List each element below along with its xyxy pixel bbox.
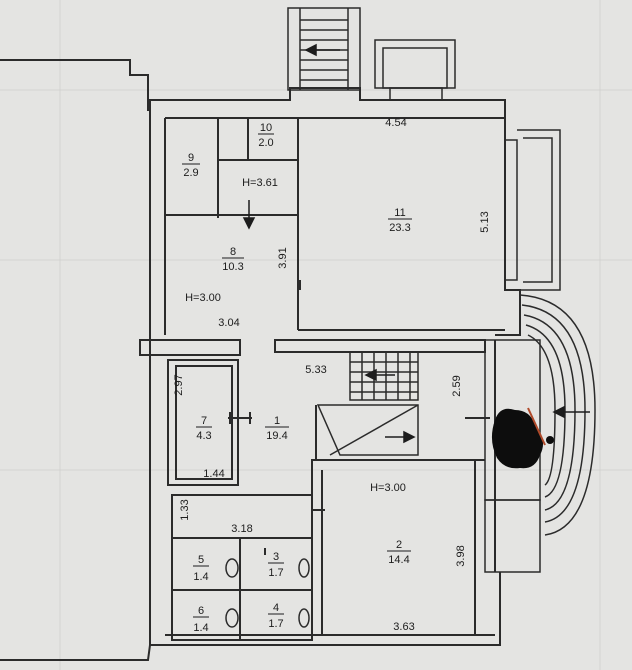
dimension-label: 3.04 (218, 317, 239, 329)
height-label: H=3.00 (370, 482, 406, 494)
room-area: 1.4 (193, 571, 208, 583)
room-number: 8 (230, 246, 236, 258)
balcony-arrow (552, 405, 590, 419)
room-4-label: 4 1.7 (268, 602, 284, 630)
dimension-label: 5.13 (479, 211, 491, 232)
top-balcony (374, 39, 456, 101)
neighbor-outline (0, 59, 151, 661)
height-label: H=3.61 (242, 177, 278, 189)
room-area: 2.0 (258, 137, 273, 149)
dimension-label: 3.98 (455, 545, 467, 566)
room-6-label: 6 1.4 (193, 605, 209, 634)
room-area: 10.3 (222, 261, 243, 273)
stairs-arrows (364, 368, 416, 444)
room-5-label: 5 1.4 (193, 554, 209, 583)
toilet-icons (225, 558, 310, 628)
room-number: 4 (273, 602, 279, 614)
room-9-label: 9 2.9 (182, 152, 200, 179)
curved-balcony (519, 294, 596, 536)
room-area: 1.4 (193, 622, 208, 634)
dimension-label: 1.33 (179, 499, 191, 520)
room-8-label: 8 10.3 (222, 246, 244, 273)
right-column-area (484, 339, 541, 573)
room-area: 14.4 (388, 554, 409, 566)
room-3-label: 3 1.7 (268, 551, 284, 579)
room-area: 1.7 (268, 567, 283, 579)
height-label: H=3.00 (185, 292, 221, 304)
room-10-label: 10 2.0 (258, 122, 274, 149)
door-arrow (242, 200, 256, 230)
dimension-label: 5.33 (305, 364, 326, 376)
dimension-label: 2.97 (173, 374, 185, 395)
room-11-label: 11 23.3 (388, 207, 412, 234)
room-1-label: 1 19.4 (265, 415, 289, 442)
room-area: 2.9 (183, 167, 198, 179)
room-number: 5 (198, 554, 204, 566)
dimension-label: 4.54 (385, 117, 406, 129)
room-area: 1.7 (268, 618, 283, 630)
room-2-label: 2 14.4 (387, 539, 411, 566)
dimension-label: 2.59 (451, 375, 463, 396)
room-area: 23.3 (389, 222, 410, 234)
dimension-label: 1.44 (203, 468, 224, 480)
bottom-wall (150, 572, 501, 646)
interior-walls (139, 118, 505, 641)
room-number: 11 (394, 207, 405, 219)
dimension-label: 3.63 (393, 621, 414, 633)
room-number: 1 (274, 415, 280, 427)
room-number: 6 (198, 605, 204, 617)
room-number: 10 (260, 122, 272, 134)
walls (0, 59, 521, 661)
room-number: 3 (273, 551, 279, 563)
room-number: 9 (188, 152, 194, 164)
main-perimeter (149, 87, 521, 336)
dimension-label: 3.18 (231, 523, 252, 535)
stairs-top-arrow (304, 43, 340, 57)
room-number: 2 (396, 539, 402, 551)
stairs-top (287, 7, 361, 91)
room-area: 19.4 (266, 430, 287, 442)
dimension-label: 3.91 (277, 247, 289, 268)
room-area: 4.3 (196, 430, 211, 442)
bay-window (504, 129, 561, 291)
door-ticks (228, 280, 490, 555)
room-7-label: 7 4.3 (196, 415, 212, 442)
room-number: 7 (201, 415, 207, 427)
redaction-mark (491, 407, 554, 469)
